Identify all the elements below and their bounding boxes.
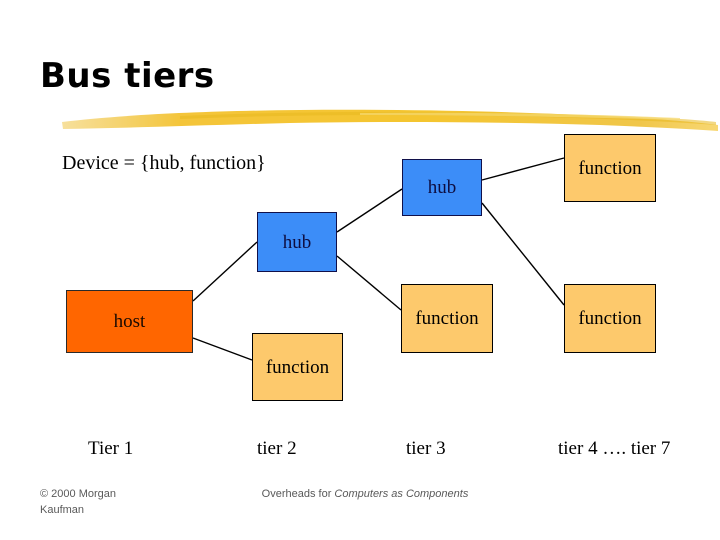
node-function-tier3[interactable]: function xyxy=(401,284,493,353)
edge-hub2-hub1 xyxy=(336,188,403,233)
edge-hub1-func-t4b xyxy=(481,202,565,306)
footer-credit: Overheads for Computers as Components xyxy=(230,487,500,503)
device-definition-caption: Device = {hub, function} xyxy=(62,152,266,174)
node-function-tier2[interactable]: function xyxy=(252,333,343,401)
tier-label-4: tier 4 …. tier 7 xyxy=(558,438,671,459)
brush-stroke-decoration xyxy=(62,109,718,131)
footer-copyright-line1: © 2000 Morgan xyxy=(40,488,116,500)
node-host-tier1[interactable]: host xyxy=(66,290,193,353)
node-function-tier4-bottom[interactable]: function xyxy=(564,284,656,353)
footer-credit-prefix: Overheads for xyxy=(261,488,335,500)
tier-label-1: Tier 1 xyxy=(88,438,134,459)
tier-label-3: tier 3 xyxy=(406,438,446,459)
node-hub-tier2[interactable]: hub xyxy=(257,212,337,272)
node-function-tier4-top[interactable]: function xyxy=(564,134,656,202)
edge-hub1-func-t4a xyxy=(481,157,565,181)
edge-host-func-t2 xyxy=(192,337,253,361)
edge-hub2-func-t3 xyxy=(336,255,402,311)
footer-copyright-line2: Kaufman xyxy=(40,503,85,516)
footer-copyright: © 2000 Morgan Kaufman xyxy=(40,487,190,519)
footer-credit-title: Computers as Components xyxy=(334,488,469,500)
tier-label-2: tier 2 xyxy=(257,438,297,459)
node-hub-tier3[interactable]: hub xyxy=(402,159,482,216)
edge-host-hub2 xyxy=(192,241,258,302)
page-title: Bus tiers xyxy=(40,56,215,96)
